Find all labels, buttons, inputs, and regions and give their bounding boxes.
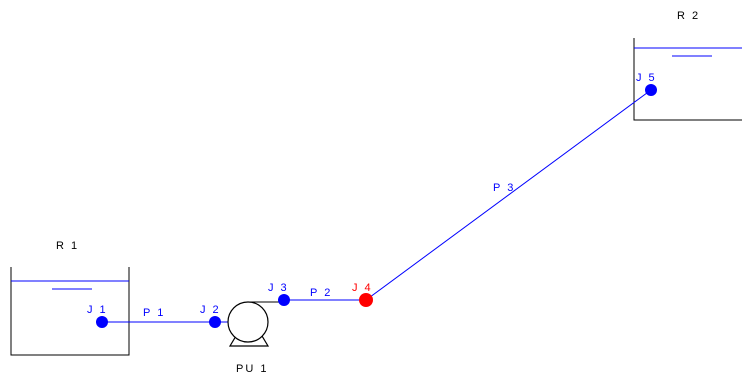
junction-j4[interactable]: J 4 <box>352 282 373 307</box>
junction-j4-node <box>359 293 373 307</box>
pipe-p1-label: P 1 <box>143 307 165 319</box>
pipe-p2-label: P 2 <box>310 287 332 299</box>
reservoir-r1[interactable]: R 1 <box>10 240 130 356</box>
junction-j5-label: J 5 <box>636 72 657 84</box>
junction-j1[interactable]: J 1 <box>87 304 108 328</box>
junction-j3[interactable]: J 3 <box>268 282 290 306</box>
pipe-p1[interactable]: P 1 <box>102 307 215 323</box>
junction-j2[interactable]: J 2 <box>200 304 221 328</box>
junction-j2-node <box>209 316 221 328</box>
reservoir-r2-walls <box>633 38 742 121</box>
junction-j1-label: J 1 <box>87 304 108 316</box>
reservoir-r2[interactable]: R 2 <box>633 10 742 121</box>
reservoir-r1-walls <box>10 267 130 356</box>
pump-pu1-casing <box>227 301 269 343</box>
reservoir-r1-label: R 1 <box>56 240 79 252</box>
pipe-p3-line <box>365 89 652 301</box>
pipe-p3[interactable]: P 3 <box>365 89 652 301</box>
junction-j2-label: J 2 <box>200 304 221 316</box>
pipe-p2[interactable]: P 2 <box>284 287 366 301</box>
junction-j5[interactable]: J 5 <box>636 72 657 96</box>
junction-j3-node <box>278 294 290 306</box>
pump-pu1-label: PU 1 <box>236 363 268 375</box>
junction-j1-node <box>96 316 108 328</box>
reservoir-r2-label: R 2 <box>677 10 700 22</box>
pipe-p3-label: P 3 <box>493 182 515 194</box>
pump-pu1[interactable]: PU 1 <box>215 300 285 375</box>
junction-j3-label: J 3 <box>268 282 289 294</box>
junction-j5-node <box>645 84 657 96</box>
junction-j4-label: J 4 <box>352 282 373 294</box>
